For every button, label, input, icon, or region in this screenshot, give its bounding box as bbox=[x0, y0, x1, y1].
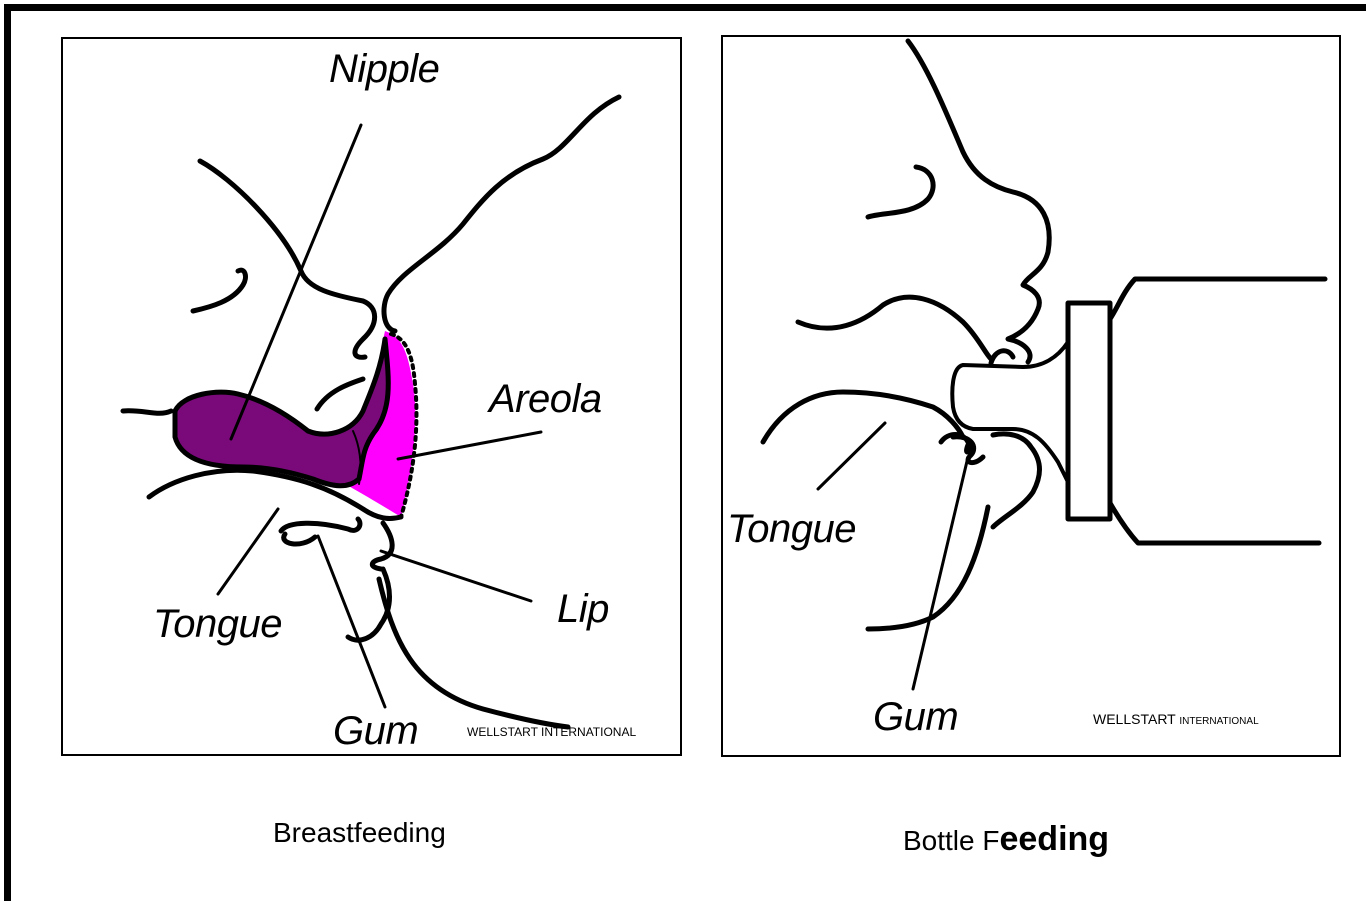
bottle-collar bbox=[1068, 303, 1110, 519]
caption-breastfeeding: Breastfeeding bbox=[273, 817, 446, 849]
lip-leader bbox=[381, 551, 531, 601]
nipple-leader bbox=[231, 125, 361, 439]
label-tongue: Tongue bbox=[727, 507, 856, 552]
caption-suffix: eeding bbox=[999, 820, 1109, 858]
tongue-leader bbox=[818, 423, 885, 489]
baby-eye bbox=[868, 167, 933, 217]
label-gum: Gum bbox=[333, 709, 418, 754]
bottle-feeding-illustration bbox=[723, 37, 1343, 759]
watermark-main: WELLSTART bbox=[1093, 711, 1175, 727]
nipple-region bbox=[175, 339, 388, 486]
gum-leader bbox=[913, 457, 968, 689]
breast-outline bbox=[384, 97, 619, 331]
nipple-inner-mark bbox=[991, 351, 1013, 363]
bottle-feeding-diagram: Tongue Gum WELLSTART INTERNATIONAL bbox=[721, 35, 1341, 757]
tongue-line bbox=[763, 392, 963, 442]
label-nipple: Nipple bbox=[329, 47, 439, 92]
bottle-body-bottom bbox=[1110, 503, 1319, 543]
label-tongue: Tongue bbox=[153, 602, 282, 647]
lower-lip bbox=[372, 523, 392, 569]
baby-forehead-line bbox=[200, 161, 375, 357]
watermark: WELLSTART INTERNATIONAL bbox=[467, 725, 636, 739]
baby-cheek bbox=[798, 297, 991, 359]
watermark: WELLSTART INTERNATIONAL bbox=[1093, 711, 1259, 727]
jaw-curve bbox=[868, 507, 988, 629]
caption-bottle-feeding: Bottle Feeding bbox=[903, 820, 1109, 859]
areola-leader bbox=[398, 432, 541, 459]
label-lip: Lip bbox=[557, 587, 609, 632]
breast-lower-curve bbox=[379, 579, 568, 727]
tongue-leader bbox=[218, 509, 278, 594]
watermark-small: INTERNATIONAL bbox=[1179, 716, 1258, 727]
bottle-body-top bbox=[1110, 279, 1325, 319]
upper-lip bbox=[317, 379, 363, 409]
face-profile bbox=[908, 41, 1049, 362]
chin-contour bbox=[993, 434, 1040, 527]
gum-shape bbox=[281, 519, 360, 531]
label-gum: Gum bbox=[873, 695, 958, 740]
label-areola: Areola bbox=[489, 377, 602, 422]
gum-loop bbox=[284, 534, 315, 544]
breastfeeding-diagram: Nipple Areola Lip Tongue Gum WELLSTART I… bbox=[61, 37, 682, 756]
caption-prefix: Bottle F bbox=[903, 825, 999, 856]
baby-eye bbox=[193, 270, 245, 311]
baby-cheek bbox=[123, 411, 171, 414]
